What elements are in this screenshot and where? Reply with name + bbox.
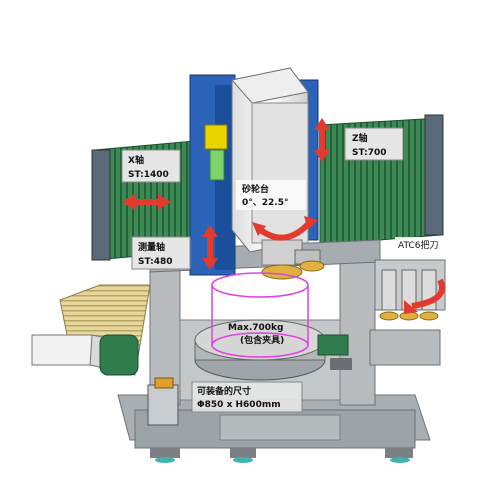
measure-axis-label: 测量轴 ST:480 (131, 236, 191, 270)
z-axis-arrow (314, 118, 330, 162)
fixture-size-value: Φ850 x H600mm (197, 400, 281, 410)
max-load: Max.700kg (228, 323, 283, 333)
fixture-size-title: 可装备的尺寸 (197, 385, 251, 397)
chip-cover (31, 284, 151, 376)
fixture-size-label: 可装备的尺寸 Φ850 x H600mm (191, 381, 303, 413)
max-load-note: (包含夹具) (240, 334, 284, 346)
rotary-table (194, 319, 326, 381)
measure-axis-name: 测量轴 (138, 241, 165, 253)
max-load-label: Max.700kg (包含夹具) (228, 323, 284, 346)
z-axis-label: Z轴 ST:700 (344, 127, 404, 161)
wheel-head-angle: 0°、22.5° (242, 198, 288, 208)
x-axis-stroke: ST:1400 (128, 170, 169, 180)
z-axis-stroke: ST:700 (352, 148, 387, 158)
measure-axis-stroke: ST:480 (138, 257, 173, 267)
x-axis-label: X轴 ST:1400 (121, 149, 181, 183)
wheel-head-rotate-arrow (252, 216, 318, 241)
x-axis-arrow (122, 194, 171, 210)
x-axis-name: X轴 (128, 154, 144, 166)
measure-axis-arrow (202, 225, 218, 270)
side-attachments (147, 334, 352, 426)
atc-rotate-arrow (404, 278, 445, 314)
wheel-head-label: 砂轮台 0°、22.5° (236, 180, 306, 210)
workpiece-envelope (211, 272, 309, 358)
atc-label-group: ATC6把刀 (395, 237, 457, 251)
saddle (189, 74, 319, 276)
wheel-head-name: 砂轮台 (242, 183, 269, 195)
atc-label: ATC6把刀 (398, 239, 438, 251)
z-axis-name: Z轴 (352, 132, 368, 144)
